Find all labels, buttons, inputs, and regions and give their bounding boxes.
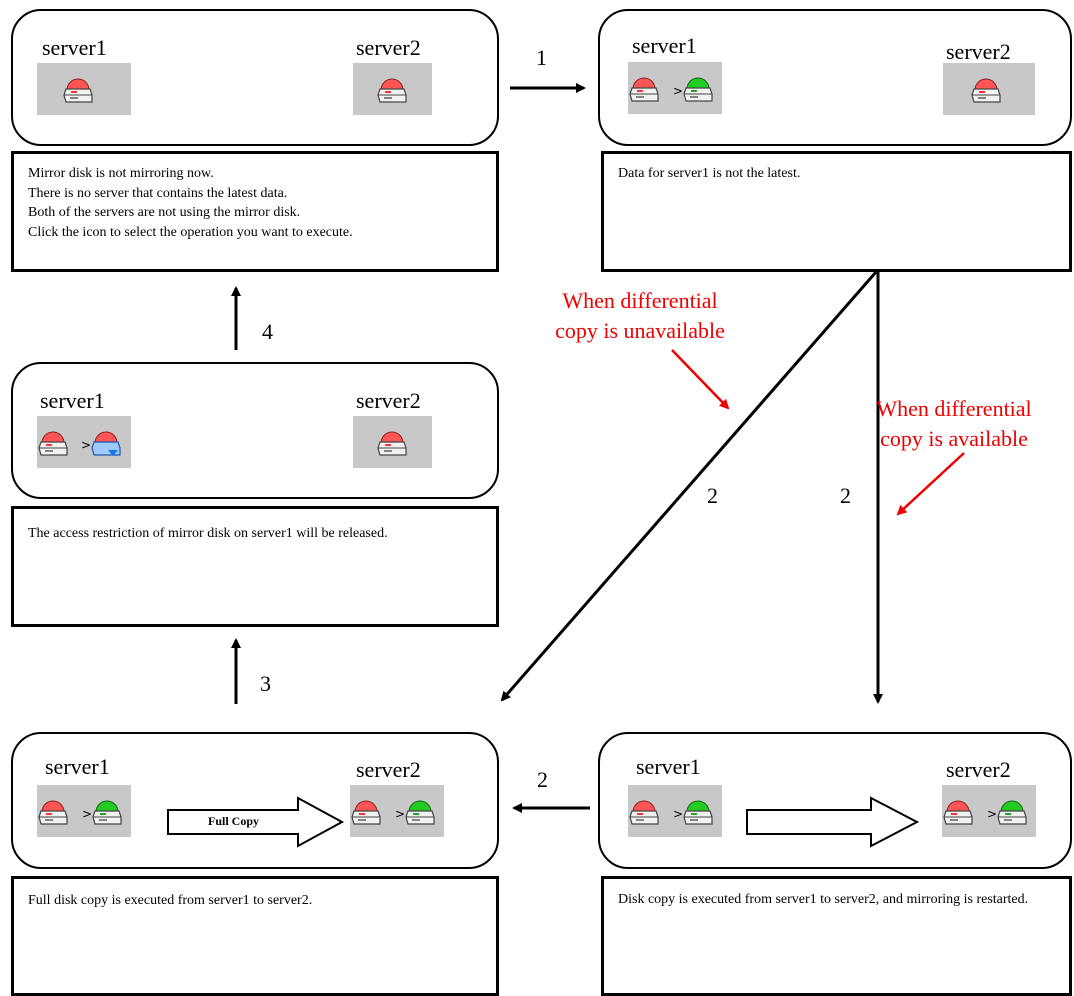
server2-disk-icon[interactable]: >: [350, 785, 444, 837]
desc-line: There is no server that contains the lat…: [28, 185, 288, 201]
note-line: When differential: [562, 288, 718, 313]
state-description-3: The access restriction of mirror disk on…: [11, 506, 499, 627]
red-pointer-available: [896, 452, 965, 516]
svg-text:>: >: [395, 807, 405, 821]
red-pointer-unavailable: [671, 349, 730, 410]
server2-label: server2: [356, 35, 421, 60]
server1-label: server1: [45, 754, 110, 779]
step-number: 3: [260, 671, 271, 696]
state-description-5: Disk copy is executed from server1 to se…: [601, 876, 1072, 996]
server2-label: server2: [946, 757, 1011, 782]
server2-disk-icon[interactable]: >: [942, 785, 1036, 837]
desc-line: Click the icon to select the operation y…: [28, 224, 353, 240]
server1-disk-icon[interactable]: >: [628, 785, 722, 837]
desc-line: Mirror disk is not mirroring now.: [28, 166, 214, 181]
server1-disk-icon[interactable]: >: [628, 62, 722, 114]
server2-label: server2: [356, 757, 421, 782]
note-line: copy is unavailable: [555, 318, 725, 343]
note-line: When differential: [876, 396, 1032, 421]
server1-disk-icon[interactable]: >: [37, 416, 131, 468]
note-line: copy is available: [880, 426, 1028, 451]
svg-text:>: >: [673, 84, 683, 98]
svg-text:>: >: [987, 807, 997, 821]
server1-disk-icon[interactable]: >: [37, 785, 131, 837]
state-description-1: Mirror disk is not mirroring now. There …: [11, 151, 499, 272]
desc-line: Disk copy is executed from server1 to se…: [618, 892, 1029, 907]
server1-disk-icon[interactable]: [37, 63, 131, 115]
server1-label: server1: [632, 33, 697, 58]
svg-text:>: >: [82, 807, 92, 821]
server1-label: server1: [40, 388, 105, 413]
desc-line: Data for server1 is not the latest.: [618, 166, 801, 181]
full-copy-label: Full Copy: [208, 814, 260, 828]
server2-disk-icon[interactable]: [353, 416, 432, 468]
step-number: 2: [537, 767, 548, 792]
server2-disk-icon[interactable]: [943, 63, 1035, 115]
desc-line: Both of the servers are not using the mi…: [28, 205, 301, 220]
disk-copy-arrow: [746, 796, 920, 848]
note-diff-unavailable: When differential copy is unavailable: [520, 286, 760, 346]
state-description-4: Full disk copy is executed from server1 …: [11, 876, 499, 996]
server1-label: server1: [42, 35, 107, 60]
desc-line: Full disk copy is executed from server1 …: [28, 893, 313, 908]
full-copy-arrow: [167, 796, 345, 848]
server2-disk-icon[interactable]: [353, 63, 432, 115]
server2-label: server2: [356, 388, 421, 413]
step-number: 4: [262, 319, 273, 344]
state-description-2: Data for server1 is not the latest.: [601, 151, 1072, 272]
server2-label: server2: [946, 39, 1011, 64]
step-number: 2: [707, 483, 718, 508]
step-number: 1: [536, 45, 547, 70]
desc-line: The access restriction of mirror disk on…: [28, 526, 388, 541]
svg-text:>: >: [81, 438, 91, 452]
server1-label: server1: [636, 754, 701, 779]
note-diff-available: When differential copy is available: [836, 394, 1072, 454]
svg-text:>: >: [673, 807, 683, 821]
step-number: 2: [840, 483, 851, 508]
